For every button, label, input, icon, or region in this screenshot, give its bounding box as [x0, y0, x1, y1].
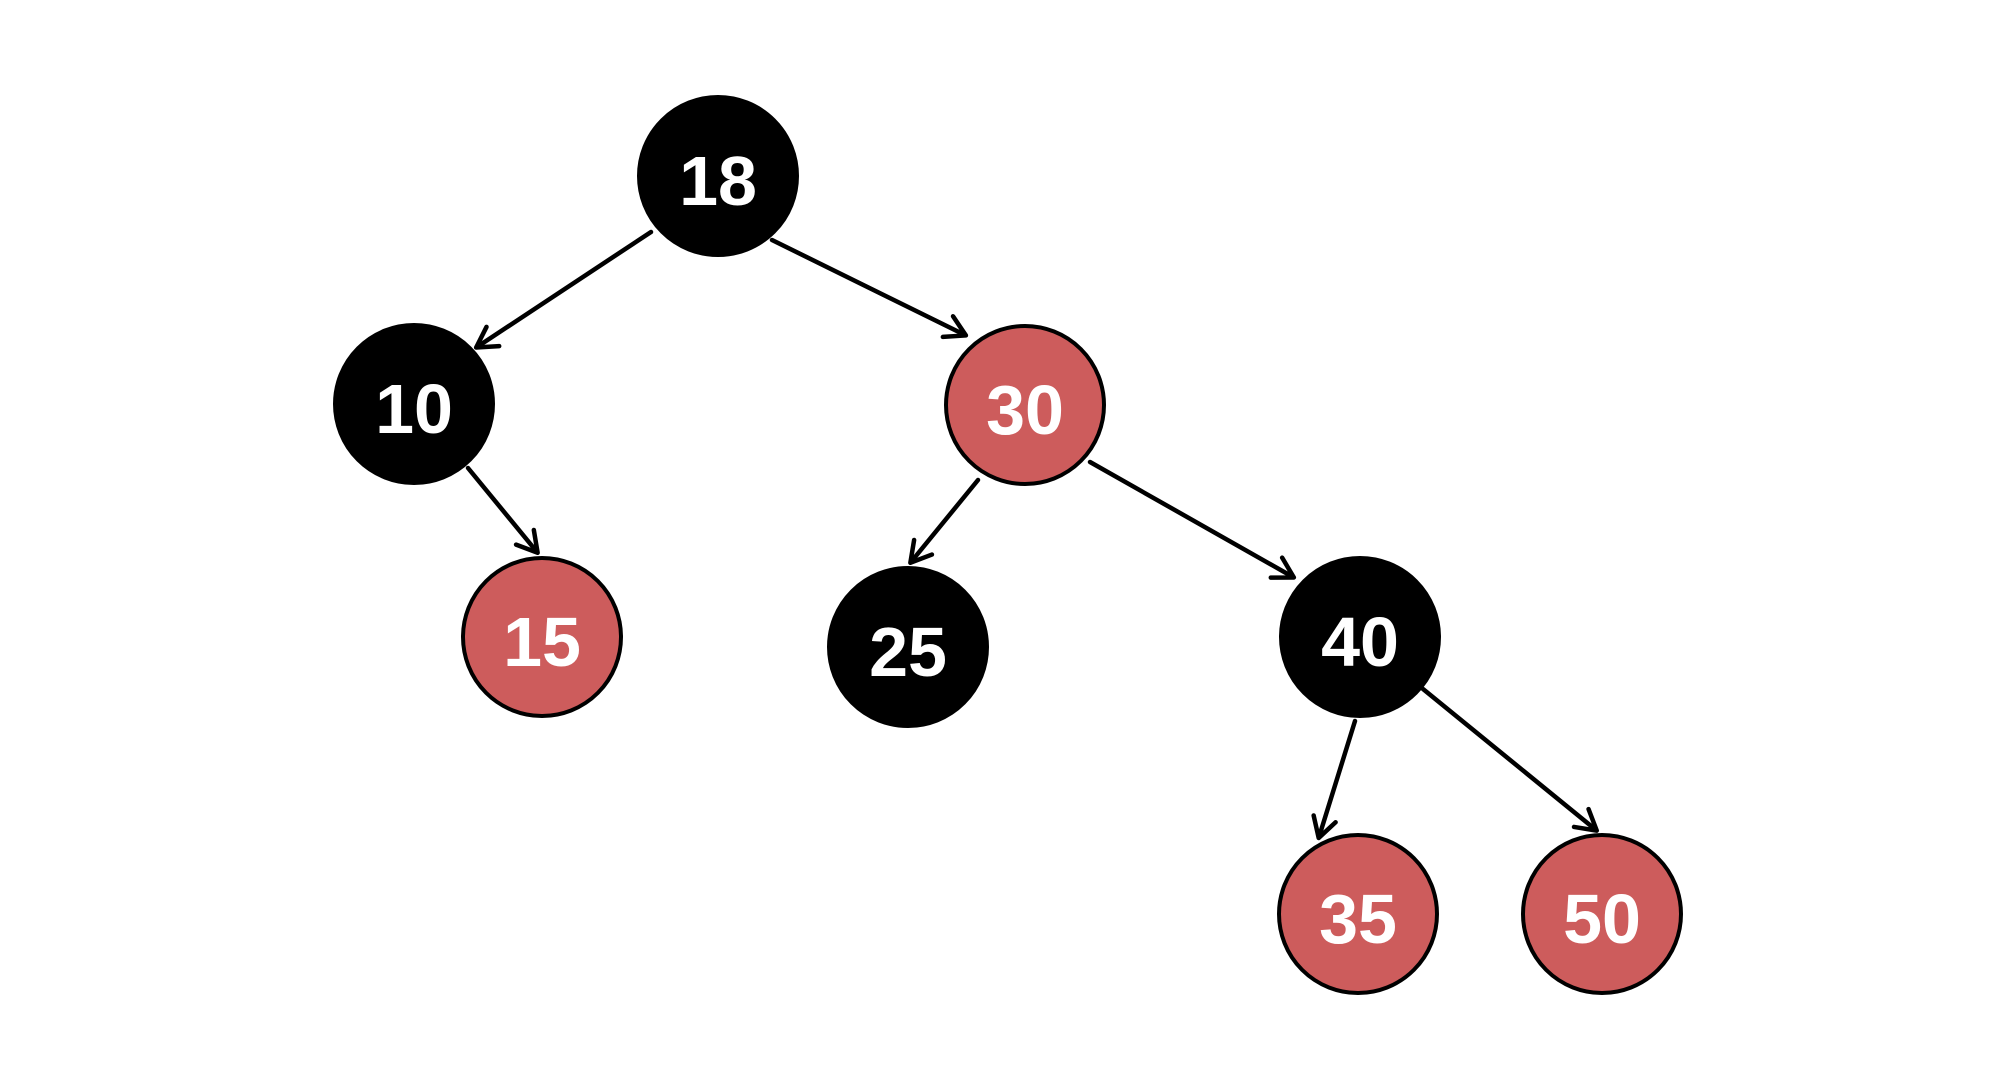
edges-layer	[465, 229, 1600, 841]
tree-node-18: 18	[637, 95, 799, 257]
tree-node-25: 25	[827, 566, 989, 728]
node-value-label-25: 25	[869, 613, 947, 691]
node-value-label-40: 40	[1321, 603, 1399, 681]
node-value-label-30: 30	[986, 371, 1064, 449]
node-circle-40	[1279, 556, 1441, 718]
node-circle-18	[637, 95, 799, 257]
nodes-layer: 18 10 30 15 25 40 35 50	[333, 95, 1683, 995]
node-circle-50	[1521, 833, 1683, 995]
tree-node-40: 40	[1279, 556, 1441, 718]
tree-node-10: 10	[333, 323, 495, 485]
node-value-label-15: 15	[503, 603, 581, 681]
tree-node-35: 35	[1277, 833, 1439, 995]
node-value-label-50: 50	[1563, 880, 1641, 958]
node-value-label-10: 10	[375, 370, 453, 448]
edge-10-to-15	[465, 465, 540, 556]
node-circle-10	[333, 323, 495, 485]
edge-40-to-35	[1311, 718, 1358, 841]
edge-18-to-10	[473, 229, 654, 350]
edge-30-to-25	[908, 477, 981, 566]
tree-node-15: 15	[461, 556, 623, 718]
tree-node-30: 30	[944, 324, 1106, 486]
node-value-label-18: 18	[679, 142, 757, 220]
edge-18-to-30	[769, 237, 969, 340]
node-circle-30	[944, 324, 1106, 486]
node-value-label-35: 35	[1319, 880, 1397, 958]
node-circle-35	[1277, 833, 1439, 995]
tree-node-50: 50	[1521, 833, 1683, 995]
node-circle-25	[827, 566, 989, 728]
edge-40-to-50	[1420, 686, 1600, 833]
edge-30-to-40	[1087, 459, 1297, 580]
node-circle-15	[461, 556, 623, 718]
